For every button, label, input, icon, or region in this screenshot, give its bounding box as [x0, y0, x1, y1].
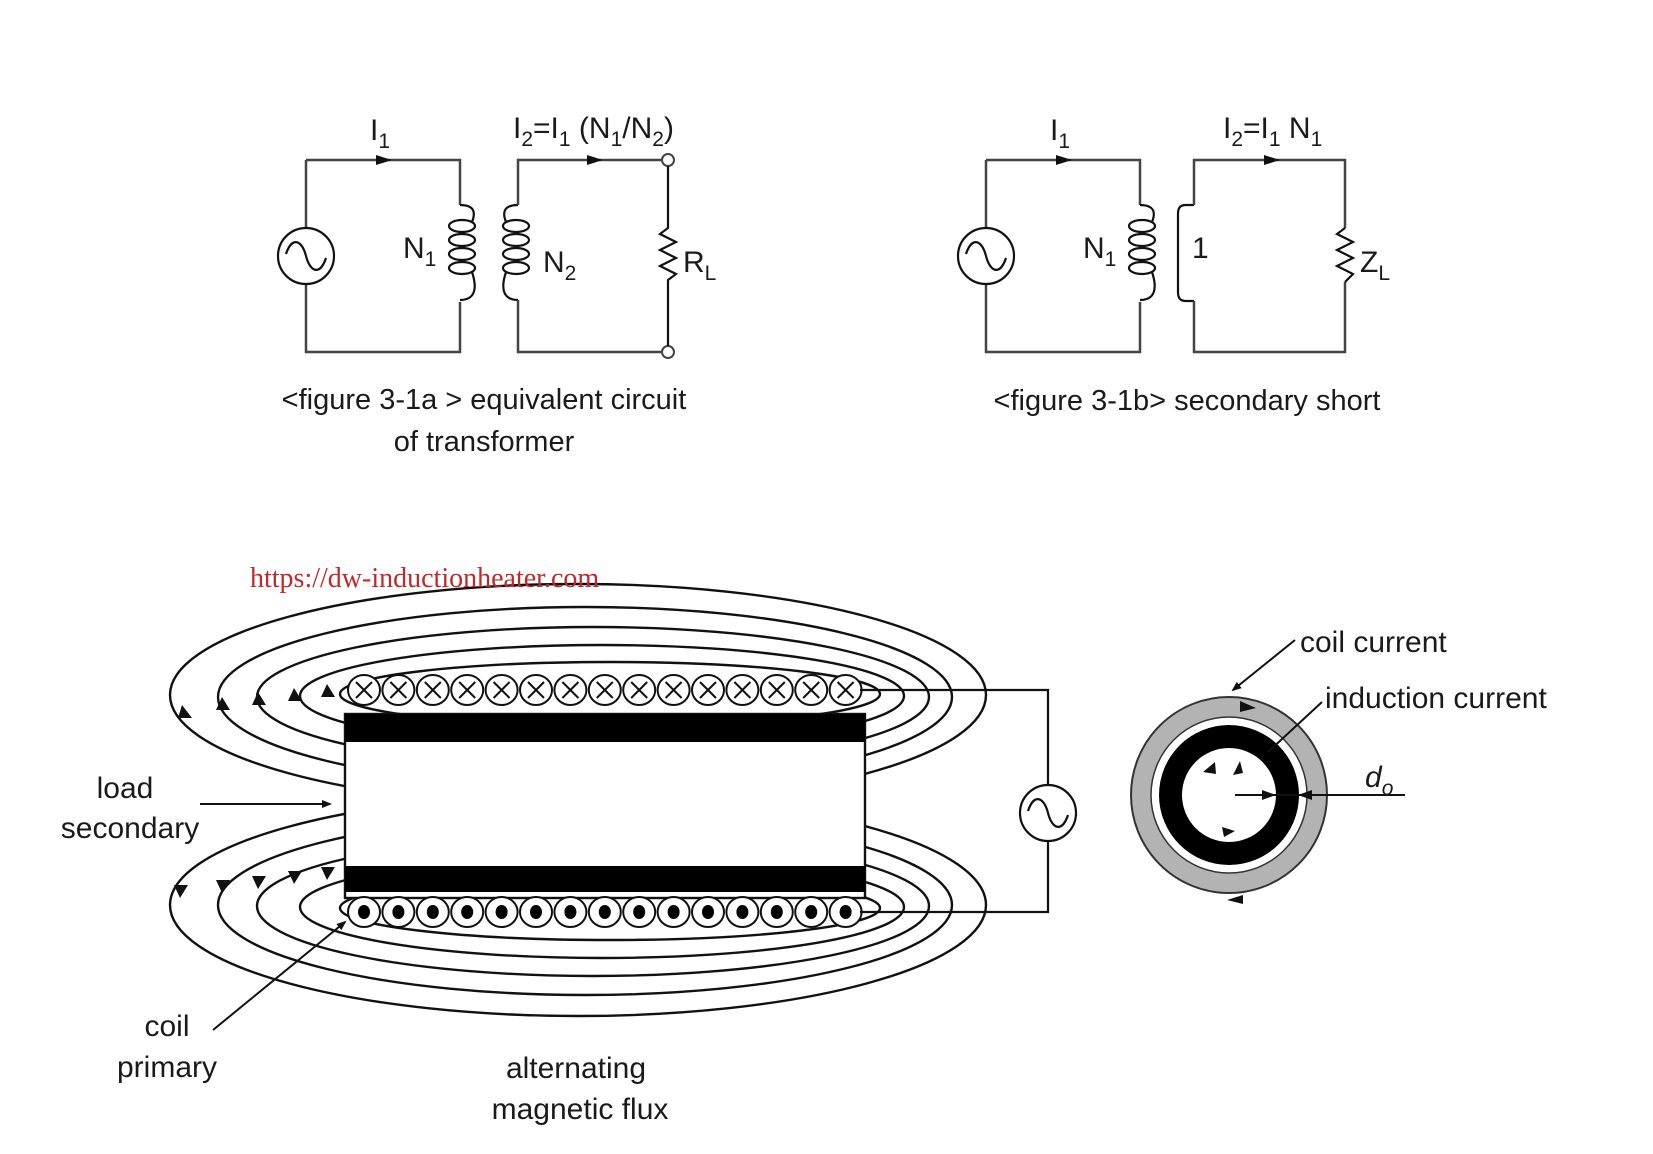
coil-turn-out-of-page-icon — [553, 896, 588, 928]
watermark-url[interactable]: https://dw-inductionheater.com — [250, 563, 599, 594]
coil-lead-top — [860, 688, 1050, 785]
ac-source-icon — [956, 226, 1016, 286]
label-coil-current: coil current — [1300, 626, 1447, 659]
coil-turn-into-page-icon — [519, 674, 553, 706]
coil-turn-out-of-page-icon — [381, 896, 416, 928]
coil-turn-out-of-page-icon — [347, 896, 381, 928]
caption-figure-3-1a-line1: <figure 3-1a > equivalent circuit — [282, 384, 687, 416]
coil-turn-out-of-page-icon — [484, 896, 519, 928]
coil-current-pointer — [1231, 639, 1296, 692]
coil-turn-out-of-page-icon — [450, 896, 485, 928]
label-magnetic-flux: magnetic flux — [492, 1093, 669, 1126]
terminal-icon — [661, 345, 675, 359]
primary-top-wire — [306, 158, 462, 205]
coil-turn-into-page-icon — [381, 674, 416, 706]
coil-turn-out-of-page-icon — [794, 896, 829, 928]
coil-turn-out-of-page-icon — [622, 896, 657, 928]
primary-bottom-wire — [304, 284, 462, 354]
terminal-icon — [661, 153, 675, 167]
label-n1: N1 — [403, 232, 436, 271]
coil-turn-into-page-icon — [828, 674, 863, 706]
coil-turn-into-page-icon — [725, 674, 760, 706]
coil-turn-into-page-icon — [587, 674, 622, 706]
coil-turn-into-page-icon — [759, 674, 794, 706]
coil-turn-out-of-page-icon — [415, 896, 450, 928]
label-coil: coil — [144, 1010, 189, 1043]
coil-turn-into-page-icon — [691, 674, 725, 706]
current-arrow-icon — [376, 155, 392, 165]
cross-section-diagram: coil current induction current do — [1130, 626, 1547, 904]
figure-3-1a: I1 I2=I1 (N1/N2) N1 N2 RL <figure 3-1a >… — [276, 112, 716, 458]
coil-turn-out-of-page-icon — [725, 896, 760, 928]
ac-source-icon — [276, 226, 336, 286]
single-turn-secondary-icon — [1176, 203, 1194, 303]
coil-turn-into-page-icon — [656, 674, 691, 706]
coil-turn-into-page-icon — [347, 674, 381, 706]
coil-turn-out-of-page-icon — [759, 896, 794, 928]
coil-turn-out-of-page-icon — [828, 896, 863, 928]
label-i2-formula: I2=I1 N1 — [1223, 112, 1322, 151]
label-depth: do — [1365, 761, 1394, 800]
impedance-icon — [1334, 227, 1356, 283]
current-arrow-icon — [1264, 155, 1280, 165]
label-n1: N1 — [1083, 232, 1116, 271]
caption-figure-3-1b: <figure 3-1b> secondary short — [994, 385, 1381, 417]
coil-turn-out-of-page-icon — [656, 896, 691, 928]
label-i1: I1 — [1050, 114, 1070, 153]
secondary-coil-icon — [501, 203, 531, 302]
induction-current-pointer — [1267, 701, 1323, 753]
primary-coil-icon — [1127, 203, 1157, 302]
coil-turns-bottom — [347, 896, 863, 928]
current-direction-icons — [1203, 701, 1256, 904]
label-secondary: secondary — [61, 812, 199, 845]
primary-coil-icon — [447, 203, 477, 302]
coil-turns-top — [347, 674, 863, 706]
current-arrow-icon — [1056, 155, 1072, 165]
label-rl: RL — [683, 246, 716, 285]
coil-turn-out-of-page-icon — [519, 896, 553, 928]
coil-turn-into-page-icon — [450, 674, 485, 706]
coil-turn-out-of-page-icon — [691, 896, 725, 928]
coil-turn-into-page-icon — [553, 674, 588, 706]
label-single-turn: 1 — [1192, 232, 1209, 265]
coil-turn-into-page-icon — [794, 674, 829, 706]
induction-heating-diagram: load secondary coil primary alternating … — [61, 582, 1078, 1126]
induced-current-layer-bottom — [345, 866, 865, 892]
label-induction-current: induction current — [1325, 682, 1547, 715]
figure-3-1b: I1 I2=I1 N1 N1 1 ZL <figure 3-1b> second… — [956, 112, 1390, 417]
label-n2: N2 — [543, 246, 576, 285]
coil-turn-into-page-icon — [484, 674, 519, 706]
caption-figure-3-1a-line2: of transformer — [394, 426, 575, 458]
coil-turn-into-page-icon — [622, 674, 657, 706]
flux-arrow-icons — [174, 684, 335, 898]
label-alternating: alternating — [506, 1052, 646, 1085]
coil-pointer-arrow — [212, 920, 347, 1031]
label-zl: ZL — [1360, 246, 1390, 285]
coil-lead-bottom — [860, 842, 1050, 914]
ac-source-icon — [1018, 783, 1078, 843]
label-load: load — [97, 772, 154, 805]
label-primary: primary — [117, 1051, 217, 1084]
coil-turn-into-page-icon — [415, 674, 450, 706]
label-i2-formula: I2=I1 (N1/N2) — [513, 112, 674, 151]
induced-current-layer-top — [345, 714, 865, 742]
current-arrow-icon — [587, 155, 603, 165]
label-i1: I1 — [370, 114, 390, 153]
coil-turn-out-of-page-icon — [587, 896, 622, 928]
resistor-icon — [657, 166, 679, 346]
